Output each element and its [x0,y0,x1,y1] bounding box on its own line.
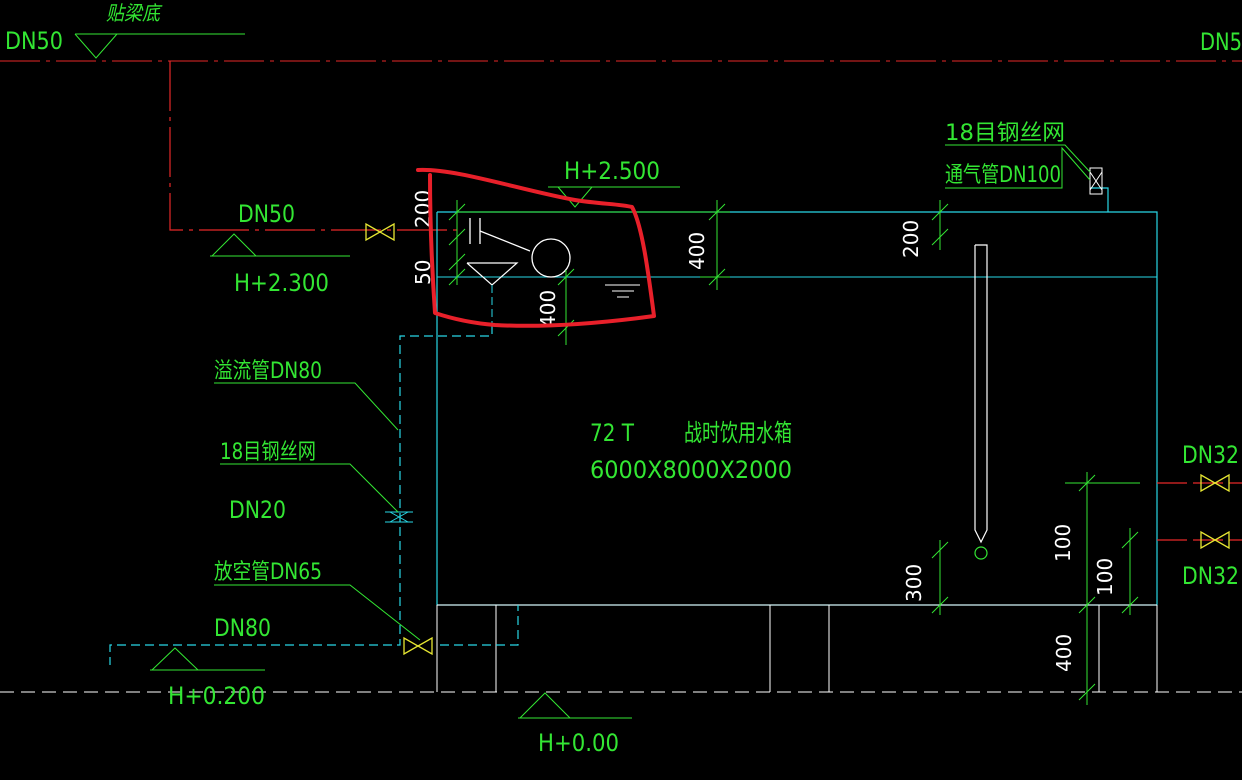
level-sensor [974,546,988,560]
top-right-dn-label: DN5 [1200,28,1242,56]
overflow-pipe-label: 溢流管DN80 [214,359,322,384]
level-gauge [974,244,988,544]
leader-lines [214,144,1091,641]
beam-bottom-label: 贴梁底 [106,1,163,25]
inlet-dn-label: DN50 [238,200,295,228]
bottom-left-elevation-label: H+0.200 [168,682,265,710]
outlet-bottom-label: DN32 [1182,562,1239,590]
inlet-valve [365,222,395,242]
drain-pipe-label: 放空管DN65 [214,560,322,585]
dimension-lines [448,200,1140,705]
water-tank [436,211,1158,606]
mesh-left-label: 18目钢丝网 [220,440,316,465]
float-elevation-marker [548,186,680,208]
mesh-top-label: 18目钢丝网 [945,121,1065,146]
top-left-dn-label: DN50 [5,27,63,55]
tank-foundation [436,604,1158,692]
overflow-mesh [385,511,413,523]
outlet-top-label: DN32 [1182,441,1239,469]
dim-400-mid: 400 [685,232,709,270]
tank-name-label: 战时饮用水箱 [684,419,792,447]
highlight-annotation [416,167,656,328]
vent-pipe-label: 通气管DN100 [945,163,1061,188]
dn80-label: DN80 [214,614,271,642]
drain-valve [403,636,433,656]
dim-300: 300 [902,564,926,602]
overflow-pipe [109,325,493,665]
beam-bottom-marker [74,33,245,59]
vent-pipe [1089,167,1109,212]
tank-capacity-label: 72 T [590,419,634,447]
dim-100-a: 100 [1051,524,1075,562]
inlet-elevation-marker [210,233,350,257]
ground-elevation-label: H+0.00 [538,729,619,757]
float-valve [469,218,571,278]
overflow-funnel [466,262,519,325]
tank-size-label: 6000X8000X2000 [590,456,792,484]
float-elevation-label: H+2.500 [564,157,660,185]
dim-200-right: 200 [899,220,923,258]
dim-400-low: 400 [536,290,560,328]
dim-100-b: 100 [1093,558,1117,596]
water-level-mark [605,284,640,298]
ground-elevation-marker [518,692,632,719]
drain-connection [440,605,519,646]
dim-400-bottom: 400 [1052,634,1076,672]
bottom-left-elevation-marker [150,647,265,671]
outlet-pipes [1157,473,1242,550]
inlet-elevation-label: H+2.300 [234,269,329,297]
dn20-label: DN20 [229,496,286,524]
inlet-pipe [169,61,460,231]
